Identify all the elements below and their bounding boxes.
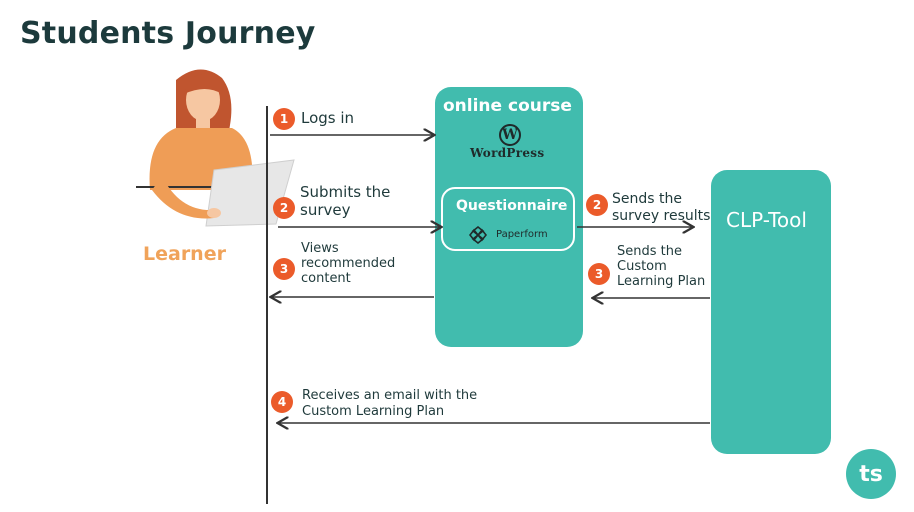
clp-tool-title: CLP-Tool [726,208,807,232]
learner-timeline [266,106,268,504]
step-label-logs-in: Logs in [301,109,355,127]
wordpress-logo-text: WordPress [470,146,545,160]
step-badge-sends-learning-plan: 3 [588,263,610,285]
paperform-logo-text: Paperform [496,229,548,240]
learner-label: Learner [143,243,226,265]
step-badge-views-content: 3 [273,258,295,280]
questionnaire-box [441,187,575,251]
paperform-icon [469,226,487,244]
page-title: Students Journey [20,16,316,51]
step-badge-receives-email: 4 [271,391,293,413]
step-label-receives-email: Receives an email with the Custom Learni… [302,388,478,419]
step-badge-submits-survey: 2 [273,197,295,219]
table-line [136,186,286,188]
step-badge-logs-in: 1 [273,108,295,130]
step-label-submits-survey: Submits the survey [300,183,391,219]
ts-logo: ts [846,449,896,499]
step-label-sends-learning-plan: Sends the Custom Learning Plan [617,244,706,289]
wordpress-icon: W [499,124,521,146]
step-label-views-content: Views recommended content [301,241,396,286]
questionnaire-title: Questionnaire [456,198,568,214]
online-course-title: online course [443,96,572,116]
step-label-sends-survey-results: Sends the survey results [612,191,711,224]
clp-tool-box [711,170,831,454]
step-badge-sends-survey-results: 2 [586,194,608,216]
